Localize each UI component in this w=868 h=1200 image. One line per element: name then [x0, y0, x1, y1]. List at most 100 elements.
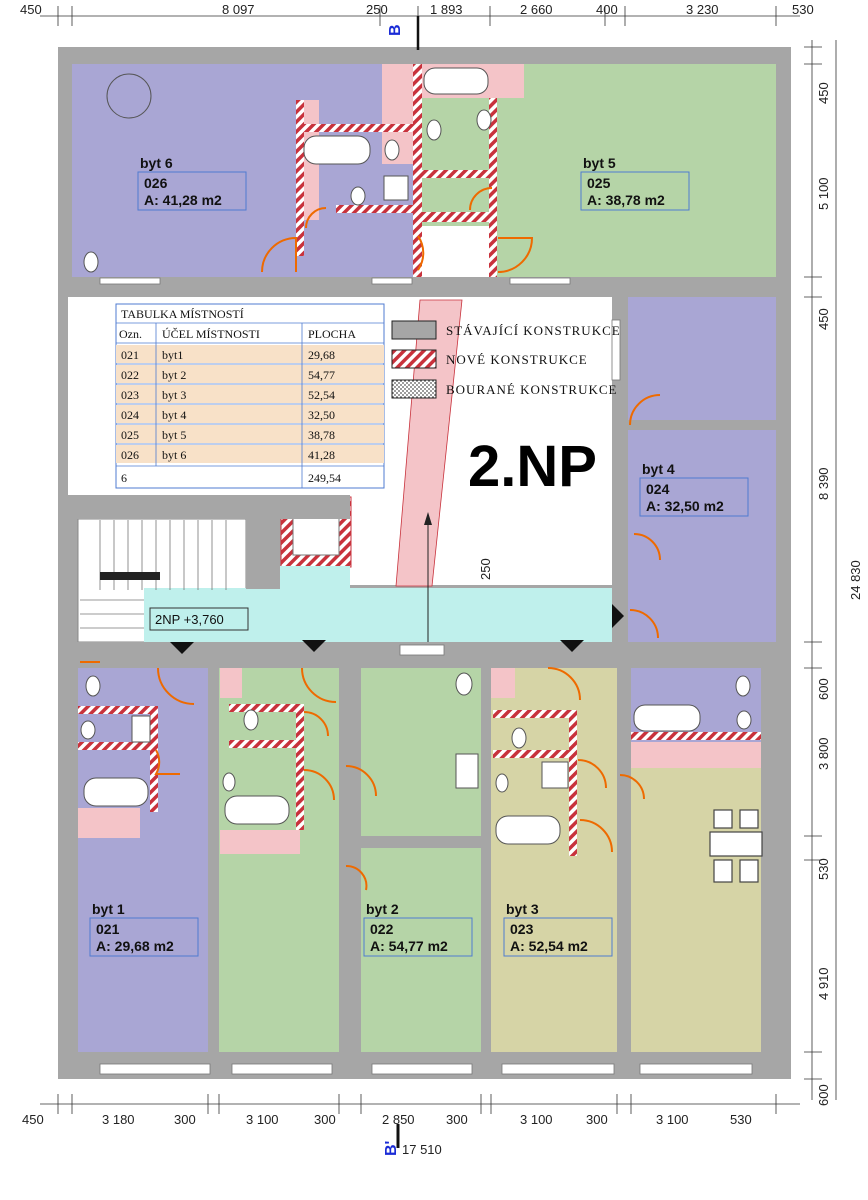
room-byt4	[628, 297, 776, 642]
table-cell: byt 5	[162, 428, 186, 442]
level-label: 2NP +3,760	[155, 612, 224, 627]
table-total-count: 6	[121, 471, 127, 485]
apartment-label-box	[580, 171, 690, 211]
dimension-right: 450	[816, 82, 831, 104]
new-wall	[493, 750, 573, 758]
dimension-right: 600	[816, 678, 831, 700]
apartment-area: A: 32,50 m2	[646, 498, 724, 514]
table-title: TABULKA MÍSTNOSTÍ	[121, 307, 244, 321]
new-wall	[414, 212, 494, 222]
apartment-name: byt 5	[583, 155, 616, 171]
new-wall	[78, 742, 158, 750]
dimension-bottom: 300	[314, 1112, 336, 1127]
table-row	[116, 425, 384, 443]
table-cell: 026	[121, 448, 139, 462]
section-label-top: B	[387, 24, 404, 36]
dimension-bottom-total: 17 510	[402, 1142, 442, 1157]
new-wall	[296, 100, 304, 256]
table-row	[116, 345, 384, 363]
apartment-area: A: 41,28 m2	[144, 192, 222, 208]
room-byt4-living	[631, 744, 761, 1052]
apartment-name: byt 3	[506, 901, 539, 917]
apartment-name: byt 6	[140, 155, 173, 171]
dimension-right-total: 24 830	[848, 560, 863, 600]
floor-title: 2.NP	[468, 434, 597, 499]
apartment-label-box	[363, 917, 473, 957]
legend-swatch-demolished	[391, 379, 437, 399]
wall	[58, 277, 791, 297]
dimension-top: 1 893	[430, 2, 463, 17]
legend-label-existing: STÁVAJÍCÍ KONSTRUKCE	[446, 323, 621, 338]
new-wall	[150, 706, 158, 812]
dimension-bottom: 530	[730, 1112, 752, 1127]
table-cell: 024	[121, 408, 139, 422]
wall	[208, 668, 219, 1052]
dimension-top: 8 097	[222, 2, 255, 17]
new-wall	[296, 124, 414, 132]
pink-zone	[491, 668, 515, 698]
table-header-ucel: ÚČEL MÍSTNOSTI	[162, 327, 260, 341]
table-cell: 38,78	[308, 428, 335, 442]
level-label-box	[149, 607, 249, 631]
inner-dimension: 250	[478, 558, 493, 580]
new-wall	[493, 710, 573, 718]
table-row	[116, 385, 384, 403]
dimension-top: 400	[596, 2, 618, 17]
corridor	[280, 566, 350, 590]
legend-label-new: NOVÉ KONSTRUKCE	[446, 352, 588, 367]
table-cell: 32,50	[308, 408, 335, 422]
wall	[481, 668, 491, 1052]
table-header-plocha: PLOCHA	[308, 327, 356, 341]
stair-landing	[100, 572, 160, 580]
apartment-code: 021	[96, 921, 120, 937]
dimension-top: 450	[20, 2, 42, 17]
wall	[361, 836, 481, 848]
new-wall	[229, 704, 301, 712]
pink-zone	[631, 742, 761, 768]
table-cell: 54,77	[308, 368, 335, 382]
dimension-right: 5 100	[816, 177, 831, 210]
new-wall	[489, 98, 497, 278]
room-byt3	[491, 668, 617, 1052]
room-shaft-top	[420, 226, 490, 278]
apartment-area: A: 54,77 m2	[370, 938, 448, 954]
wall	[617, 668, 631, 1052]
table-header-ozn: Ozn.	[119, 327, 142, 341]
apartment-name: byt 4	[642, 461, 675, 477]
dimension-right: 8 390	[816, 467, 831, 500]
wall	[58, 495, 350, 519]
apartment-code: 026	[144, 175, 168, 191]
table-total-area: 249,54	[308, 471, 341, 485]
dimension-right: 4 910	[816, 967, 831, 1000]
windows	[99, 277, 753, 1075]
dining-table	[709, 809, 763, 883]
pink-zone	[220, 830, 300, 854]
table-area	[350, 495, 612, 585]
dimension-right: 450	[816, 308, 831, 330]
apartment-name: byt 2	[366, 901, 399, 917]
dimension-bottom: 450	[22, 1112, 44, 1127]
new-wall	[296, 704, 304, 830]
table-cell: 41,28	[308, 448, 335, 462]
dimension-bottom: 3 100	[656, 1112, 689, 1127]
dimension-bottom: 300	[586, 1112, 608, 1127]
dimension-bottom: 300	[174, 1112, 196, 1127]
legend-label-demolished: BOURANÉ KONSTRUKCE	[446, 382, 617, 397]
dimension-right: 3 800	[816, 737, 831, 770]
apartment-label-box	[639, 477, 749, 517]
table-row	[116, 365, 384, 383]
apartment-code: 024	[646, 481, 670, 497]
room-byt2-living	[361, 848, 481, 1052]
pink-zone	[220, 668, 242, 698]
dimension-top: 3 230	[686, 2, 719, 17]
arrow-head	[424, 512, 432, 525]
apartment-name: byt 1	[92, 901, 125, 917]
new-wall	[229, 740, 301, 748]
table-cell: 022	[121, 368, 139, 382]
dimension-lines	[40, 6, 837, 1114]
